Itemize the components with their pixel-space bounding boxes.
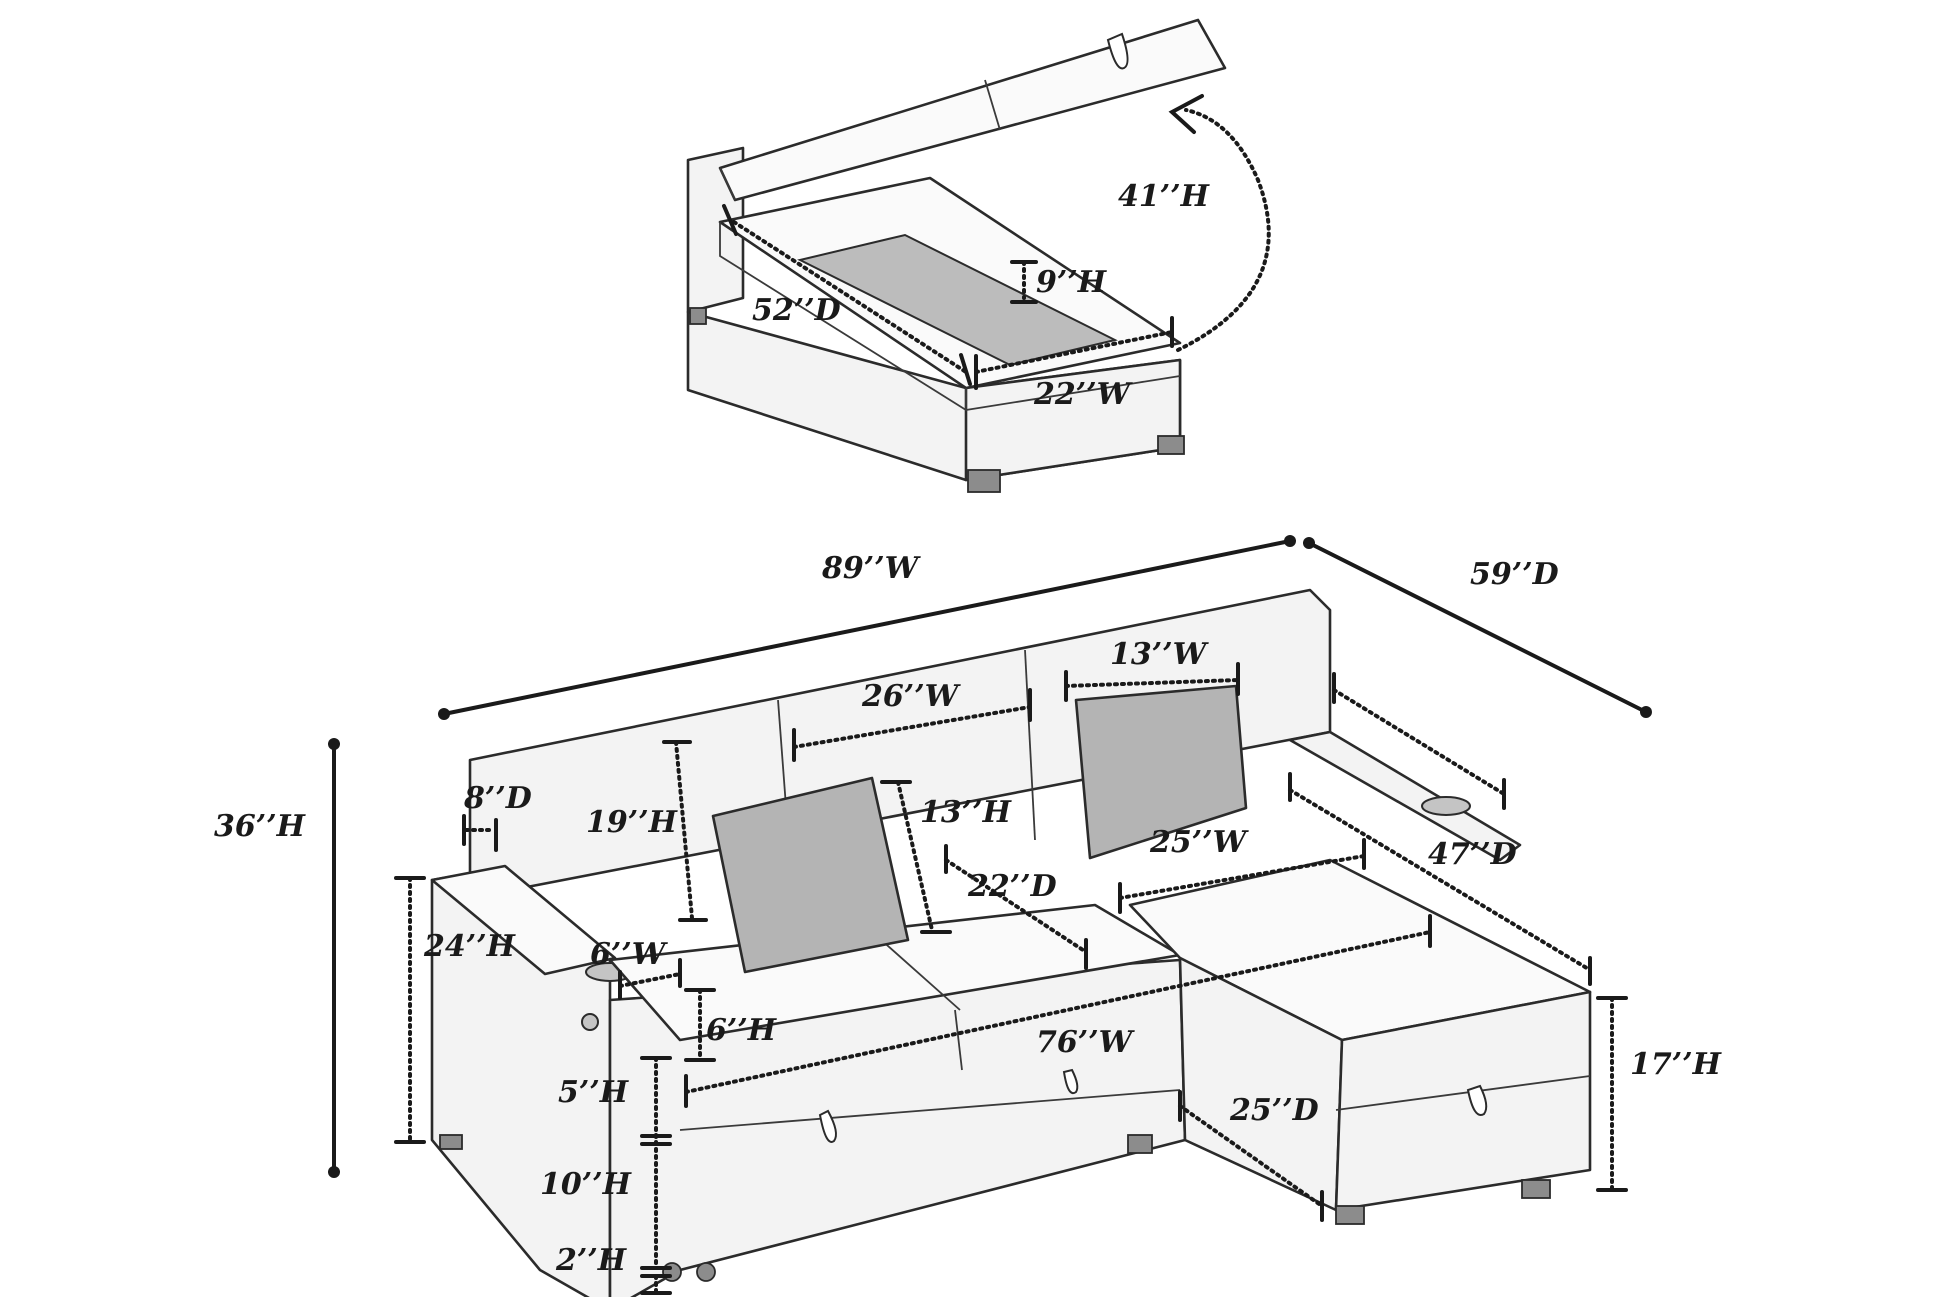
arm-height-label: 24’’H xyxy=(423,929,517,964)
sectional-dimension-lines xyxy=(328,535,1652,1297)
cushion-width-label: 26’’W xyxy=(861,679,962,714)
sectional-labels: 89’’W 59’’D 36’’H 24’’H 8’’D 19’’H 26’’W… xyxy=(214,551,1723,1278)
seat-cushion-height-label: 5’’H xyxy=(558,1075,630,1110)
seat-depth-label: 22’’D xyxy=(967,869,1057,904)
cup-height-label: 6’’H xyxy=(706,1013,778,1048)
arm-depth-label: 8’’D xyxy=(463,781,532,816)
storage-height-label: 9’’H xyxy=(1036,265,1108,300)
chaise-labels: 41’’H 9’’H 52’’D 22’’W xyxy=(752,179,1211,412)
seat-width-label: 76’’W xyxy=(1036,1025,1136,1060)
pillow-height-label: 13’’H xyxy=(920,795,1013,830)
storage-width-label: 22’’W xyxy=(1033,377,1134,412)
chaise-depth-label: 47’’D xyxy=(1428,837,1517,872)
storage-depth-label: 52’’D xyxy=(752,293,841,328)
chaise-height-label: 17’’H xyxy=(1630,1047,1723,1082)
chaise-dimension-lines xyxy=(722,94,1271,390)
back-height-label: 19’’H xyxy=(586,805,679,840)
overall-height-label: 36’’H xyxy=(214,809,307,844)
chaise-front-depth-label: 25’’D xyxy=(1229,1093,1319,1128)
cup-width-label: 6’’W xyxy=(590,937,669,972)
pillow-width-label: 13’’W xyxy=(1110,637,1210,672)
overall-width-label: 89’’W xyxy=(821,551,922,586)
lift-height-label: 41’’H xyxy=(1118,179,1211,214)
storage-chaise-illustration xyxy=(686,18,1227,493)
leg-height-label: 2’’H xyxy=(555,1243,628,1278)
overall-depth-label: 59’’D xyxy=(1470,557,1559,592)
base-height-label: 10’’H xyxy=(540,1167,633,1202)
chaise-seat-width-label: 25’’W xyxy=(1149,825,1250,860)
